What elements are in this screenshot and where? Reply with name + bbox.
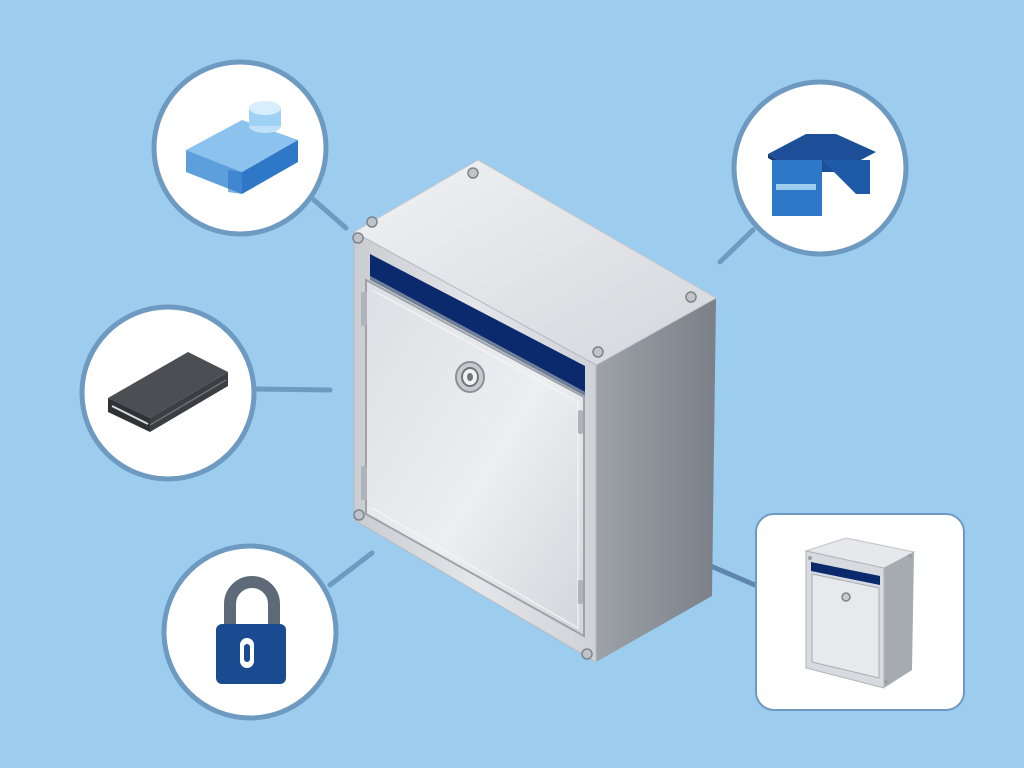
rivet — [685, 291, 697, 303]
connector-top-right — [717, 227, 756, 265]
connector-bottom-left — [327, 550, 375, 588]
callout-bottom-left[interactable] — [161, 543, 339, 721]
lock-box-side-face — [596, 298, 716, 662]
hinge-right-bottom — [578, 580, 583, 604]
padlock-icon — [216, 576, 286, 684]
connector-middle-left — [253, 386, 333, 393]
callout-bottom-right[interactable] — [755, 513, 965, 711]
mail-slot-lip — [370, 276, 585, 396]
door-inner-edge — [371, 289, 579, 630]
hinge-top — [361, 292, 367, 326]
main-lock-box — [352, 159, 718, 663]
hinge-bottom — [361, 466, 367, 500]
mail-slot — [370, 254, 585, 392]
callout-top-left[interactable] — [151, 59, 329, 237]
rivet — [467, 167, 479, 179]
connector-lines — [253, 197, 765, 591]
shelter-icon — [768, 134, 876, 216]
rivet — [366, 216, 378, 228]
rivet — [353, 509, 365, 521]
bridge-box-icon — [186, 101, 298, 194]
callout-top-right[interactable] — [731, 79, 909, 257]
rivet — [592, 346, 604, 358]
callout-middle-left[interactable] — [79, 304, 257, 482]
rivets — [352, 167, 697, 660]
lock-box-door — [365, 278, 585, 638]
key-lock-icon[interactable] — [455, 361, 485, 393]
lock-box-thumbnail — [804, 537, 916, 689]
rivet — [352, 232, 364, 244]
metal-plate-icon — [108, 352, 228, 432]
hinge-right-top — [578, 410, 583, 434]
rivet — [581, 648, 593, 660]
connector-top-left — [311, 197, 349, 231]
